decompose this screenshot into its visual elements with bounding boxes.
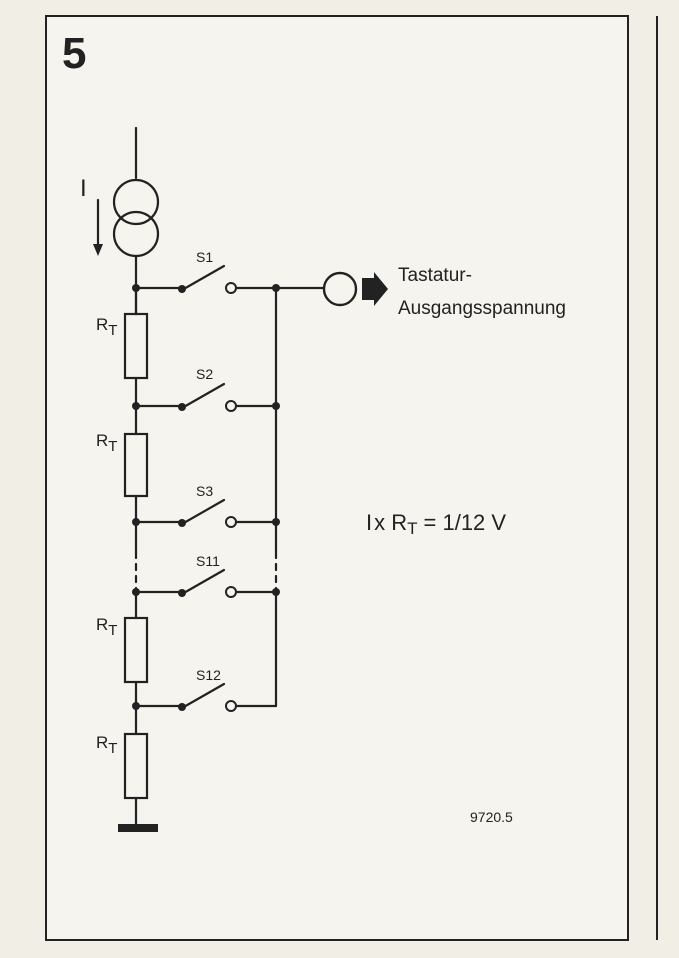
current-label: I [80, 175, 87, 202]
output-label-line2: Ausgangsspannung [398, 298, 566, 319]
switch-label-s12: S12 [196, 667, 221, 683]
equation: Ix RT= 1/12 V [366, 510, 506, 538]
switch-s12 [132, 682, 278, 712]
switch-label-s3: S3 [196, 483, 213, 499]
switch-label-s1: S1 [196, 249, 213, 265]
resistor-4 [123, 732, 149, 800]
figure-frame [45, 15, 629, 941]
output-label-line1: Tastatur- [398, 265, 472, 286]
figure-reference: 9720.5 [470, 809, 513, 825]
resistor-2 [123, 432, 149, 498]
switch-s3 [132, 498, 280, 528]
resistor-label-4: RT [96, 733, 117, 757]
ground-symbol [118, 824, 158, 832]
switch-label-s11: S11 [196, 553, 220, 569]
figure-number: 5 [62, 29, 86, 78]
resistor-3 [123, 616, 149, 684]
resistor-label-1: RT [96, 315, 117, 339]
current-arrow [93, 198, 103, 256]
resistor-1 [123, 312, 149, 380]
switch-s2 [132, 382, 280, 412]
resistor-label-2: RT [96, 431, 117, 455]
switch-label-s2: S2 [196, 366, 213, 382]
resistor-label-3: RT [96, 615, 117, 639]
switch-s1 [132, 264, 326, 294]
output-arrow-icon [362, 272, 388, 306]
switch-s11 [132, 568, 280, 598]
output-terminal [322, 271, 358, 307]
